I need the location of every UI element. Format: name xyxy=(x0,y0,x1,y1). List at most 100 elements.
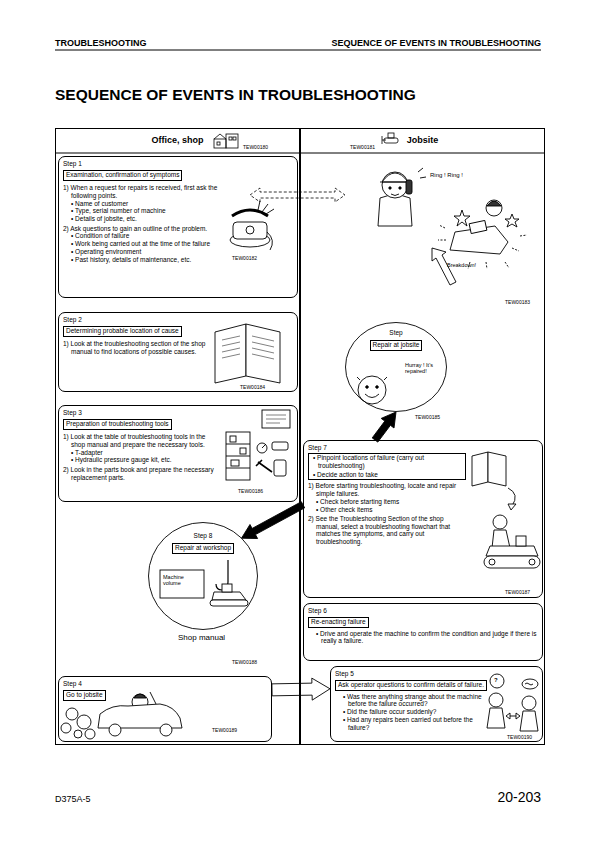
workshop-repair xyxy=(212,592,246,600)
bullet-text: • Details of jobsite, etc. xyxy=(63,215,225,223)
office-icon xyxy=(214,134,238,148)
page-title: SEQUENCE OF EVENTS IN TROUBLESHOOTING xyxy=(55,86,416,104)
operator-on-phone xyxy=(391,194,399,196)
broken-machine xyxy=(487,201,501,206)
workshop-repair xyxy=(222,584,232,592)
manual-and-repair xyxy=(488,452,506,486)
tools xyxy=(256,460,272,472)
step-box: Step 4Go to jobsite xyxy=(58,676,272,742)
manual-and-repair xyxy=(472,452,540,568)
label-text: Breakdown! xyxy=(447,262,476,268)
manual-and-repair xyxy=(508,504,516,510)
step-heading: Repair at jobsite xyxy=(370,340,423,351)
step-text: 1) Look at the troubleshooting section o… xyxy=(63,340,208,356)
car-with-smoke xyxy=(61,692,182,739)
circle-outline xyxy=(346,323,447,412)
car-with-smoke xyxy=(61,723,71,733)
label-text: SEQUENCE OF EVENTS IN TROUBLESHOOTING xyxy=(331,38,541,48)
jobsite-column: JobsiteStepRepair at jobsiteHurray ! It'… xyxy=(300,128,545,745)
operator-interview xyxy=(520,711,538,731)
step-circle: StepRepair at jobsiteHurray ! It's repai… xyxy=(345,322,447,412)
shop-manual-book xyxy=(246,324,280,383)
label-text: TEW00180 xyxy=(243,145,268,151)
operator-on-phone xyxy=(418,168,426,178)
tools xyxy=(262,410,290,428)
label-text: TEW00184 xyxy=(240,385,265,391)
car-with-smoke xyxy=(98,704,182,728)
label-text: 20-203 xyxy=(497,789,541,805)
step-text: 1) When a request for repairs is receive… xyxy=(63,184,225,200)
bullet-text: • Had any repairs been carried out befor… xyxy=(335,716,485,732)
operator-on-phone xyxy=(399,187,401,189)
operator-interview xyxy=(490,674,504,688)
bullet-text: • Was there anything strange about the m… xyxy=(335,693,485,709)
office-icon xyxy=(229,137,232,140)
telephone xyxy=(233,222,267,239)
flow-arrow xyxy=(372,412,396,442)
step-text: 2) Look in the parts book and prepare th… xyxy=(63,466,215,482)
telephone xyxy=(258,201,274,214)
tools xyxy=(274,460,286,476)
tools xyxy=(240,448,246,454)
telephone xyxy=(267,232,272,250)
car-with-smoke xyxy=(134,694,146,698)
manual-and-repair xyxy=(472,452,488,486)
car-with-smoke xyxy=(77,715,91,729)
tools xyxy=(257,443,267,453)
tools xyxy=(226,444,250,468)
manual-and-repair xyxy=(486,546,538,556)
step-box: Step 3Preparation of troubleshooting too… xyxy=(58,405,298,502)
broken-machine xyxy=(454,210,470,226)
label-text: Machine volume xyxy=(163,574,201,587)
boxed-bullet: • Pinpoint locations of failure (carry o… xyxy=(308,453,466,471)
manual-and-repair xyxy=(516,536,526,546)
operator-interview xyxy=(522,696,536,710)
operator-interview xyxy=(525,683,533,685)
operator-interview xyxy=(489,693,503,707)
operator-on-phone xyxy=(380,182,410,183)
bullet-text: • Name of customer xyxy=(63,200,225,208)
bullet-text: • Type, serial number of machine xyxy=(63,207,225,215)
bulldozer-icon xyxy=(382,140,386,141)
manual-and-repair xyxy=(484,556,540,568)
bullet-text: • Condition of failure xyxy=(63,232,225,240)
step-heading: Re-enacting failure xyxy=(308,617,369,628)
bullet-text: • Did the failure occur suddenly? xyxy=(335,708,485,716)
step-number: Step 3 xyxy=(63,409,215,417)
step-number: Step 4 xyxy=(63,680,213,688)
broken-machine xyxy=(438,200,527,269)
tools xyxy=(231,460,239,466)
step-text: 2) See the Troubleshooting Section of th… xyxy=(308,515,466,546)
manual-and-repair xyxy=(489,559,495,565)
bullet-text: • Past history, details of maintenance, … xyxy=(63,256,225,264)
operator-interview xyxy=(487,674,538,731)
step-number: Step 6 xyxy=(308,607,538,615)
broken-machine xyxy=(486,200,502,216)
tools xyxy=(266,415,286,423)
operator-on-phone xyxy=(378,195,412,226)
shop-manual-book xyxy=(215,324,280,383)
label-text: TEW00186 xyxy=(238,489,263,495)
operator-interview xyxy=(522,679,538,689)
operator-on-phone xyxy=(389,187,391,189)
bulldozer-icon xyxy=(382,133,398,144)
bullet-text: • Check before starting items xyxy=(308,498,466,506)
label-text: TEW00188 xyxy=(232,660,257,666)
car-with-smoke xyxy=(109,724,121,736)
car-with-smoke xyxy=(150,692,156,704)
step-heading: Determining probable location of cause xyxy=(63,326,182,337)
step-box: Step 2Determining probable location of c… xyxy=(58,312,298,392)
bullet-text: • Drive and operate the machine to confi… xyxy=(308,630,538,646)
workshop-repair xyxy=(160,560,248,606)
label-text: Shop manual xyxy=(178,633,225,642)
manual-and-repair xyxy=(508,488,515,506)
bulldozer-icon xyxy=(388,133,394,138)
operator-interview xyxy=(516,713,520,719)
broken-machine xyxy=(469,220,487,233)
step-box: Step 5Ask operator questions to confirm … xyxy=(330,666,543,742)
car-with-smoke xyxy=(74,730,82,738)
panel-heading: Jobsite xyxy=(301,129,544,146)
header-rule xyxy=(55,50,541,51)
label-text: TEW00187 xyxy=(505,590,530,596)
office-icon xyxy=(217,142,220,145)
